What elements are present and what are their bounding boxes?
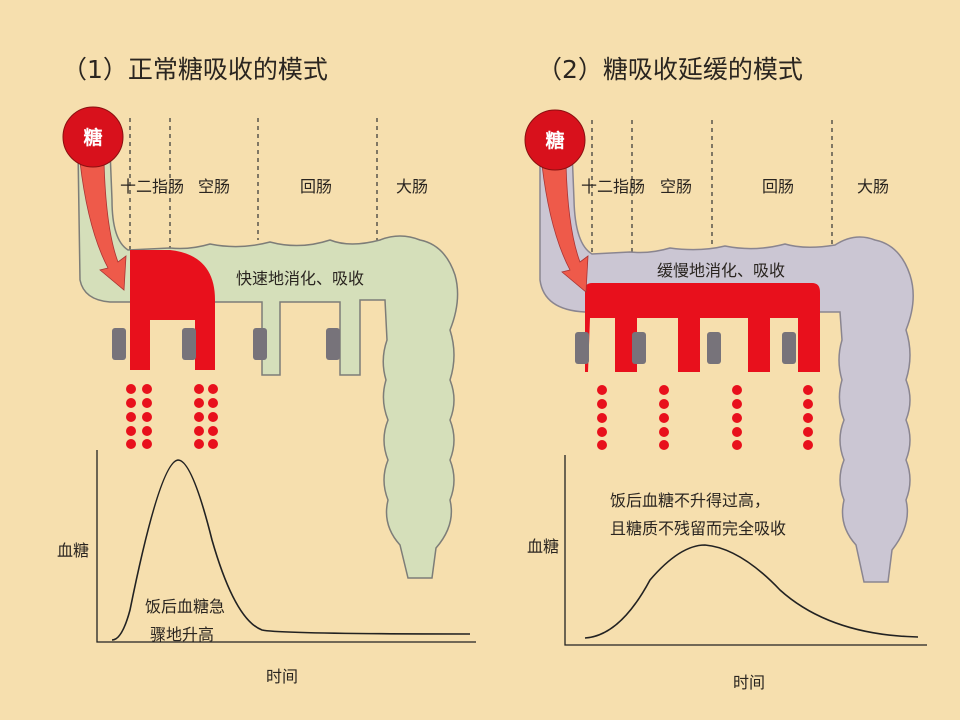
segment-ileum: 回肠 (762, 177, 794, 196)
sugar-arrow (79, 161, 127, 291)
graph-note-line1: 饭后血糖急 (145, 597, 225, 616)
segment-duodenum: 十二指肠 (120, 177, 184, 196)
graph-note-line1: 饭后血糖不升得过高， (610, 491, 770, 510)
panel-normal: （1）正常糖吸收的模式 十二指肠 空肠 回肠 大肠 糖 快速地消化、吸收 (57, 55, 476, 686)
segment-large-intestine: 大肠 (396, 177, 428, 196)
sugar-circle (524, 109, 586, 171)
process-label: 缓慢地消化、吸收 (657, 261, 785, 280)
x-axis-label: 时间 (266, 667, 298, 686)
glucose-dots (126, 384, 218, 449)
panel-title: （2）糖吸收延缓的模式 (537, 55, 803, 84)
blood-sugar-graph: 血糖 时间 饭后血糖不升得过高， 且糖质不残留而完全吸收 (527, 455, 927, 692)
blood-sugar-graph: 血糖 时间 饭后血糖急 骤地升高 (57, 450, 476, 686)
glucose-dots (597, 385, 813, 450)
absorption-block (130, 250, 215, 370)
nubs (575, 332, 796, 364)
panel-title: （1）正常糖吸收的模式 (62, 55, 328, 84)
segment-large-intestine: 大肠 (857, 177, 889, 196)
sugar-label: 糖 (545, 129, 564, 152)
nubs (112, 328, 340, 360)
segment-jejunum: 空肠 (198, 177, 230, 196)
y-axis-label: 血糖 (527, 537, 559, 556)
panel-delayed: （2）糖吸收延缓的模式 十二指肠 空肠 回肠 大肠 糖 缓慢地消化、吸收 血糖 … (524, 55, 927, 692)
x-axis-label: 时间 (733, 673, 765, 692)
sugar-label: 糖 (83, 126, 102, 149)
blood-sugar-curve (111, 459, 471, 641)
intestine (539, 149, 914, 583)
absorption-bar (585, 283, 820, 372)
segment-ileum: 回肠 (300, 177, 332, 196)
y-axis-label: 血糖 (57, 541, 89, 560)
graph-note-line2: 且糖质不残留而完全吸收 (610, 519, 786, 538)
blood-sugar-curve (584, 544, 919, 639)
process-label: 快速地消化、吸收 (236, 269, 364, 288)
segment-jejunum: 空肠 (660, 177, 692, 196)
graph-note-line2: 骤地升高 (150, 625, 214, 644)
segment-duodenum: 十二指肠 (581, 177, 645, 196)
sugar-arrow (541, 164, 589, 293)
sugar-circle (62, 106, 124, 168)
